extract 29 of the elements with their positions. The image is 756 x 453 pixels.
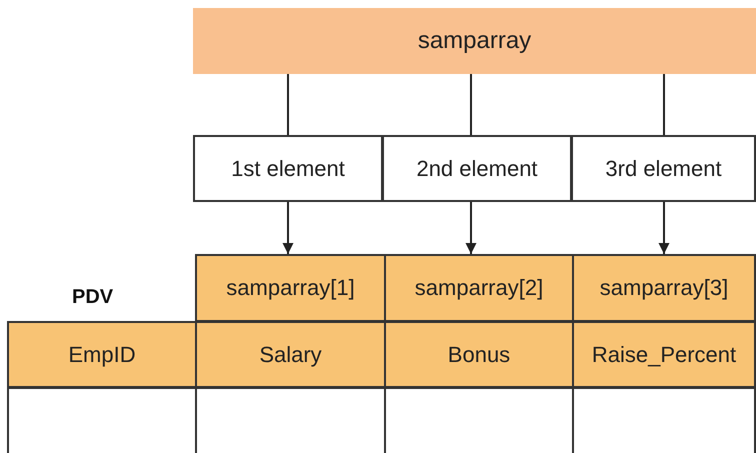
element-box bbox=[571, 135, 756, 202]
node-label: EmpID bbox=[68, 342, 136, 368]
node-label: samparray[2] bbox=[414, 275, 544, 301]
connector-line bbox=[287, 74, 289, 135]
table-cell bbox=[572, 321, 756, 388]
node-label: samparray bbox=[418, 27, 532, 55]
node-label: 1st element bbox=[231, 156, 345, 182]
table-cell bbox=[7, 321, 197, 388]
connector-line bbox=[663, 74, 665, 135]
arrow bbox=[466, 202, 476, 254]
array-name-bar bbox=[193, 8, 756, 74]
table-cell bbox=[195, 321, 386, 388]
node-label: 2nd element bbox=[416, 156, 538, 182]
section-label: PDV bbox=[72, 286, 114, 309]
node-label: 3rd element bbox=[605, 156, 722, 182]
node-label: Bonus bbox=[448, 342, 510, 368]
arrow bbox=[658, 202, 670, 254]
element-box bbox=[193, 135, 383, 202]
table-cell bbox=[384, 254, 574, 322]
node-label: Salary bbox=[259, 342, 322, 368]
table-cell bbox=[195, 254, 386, 322]
connector-line bbox=[470, 74, 472, 135]
table-cell bbox=[384, 321, 574, 388]
node-label: samparray[1] bbox=[226, 275, 355, 301]
node-label: Raise_Percent bbox=[592, 342, 736, 368]
node-label: samparray[3] bbox=[600, 275, 728, 301]
arrow bbox=[282, 202, 294, 254]
element-box bbox=[382, 135, 572, 202]
table-cell bbox=[572, 254, 756, 322]
